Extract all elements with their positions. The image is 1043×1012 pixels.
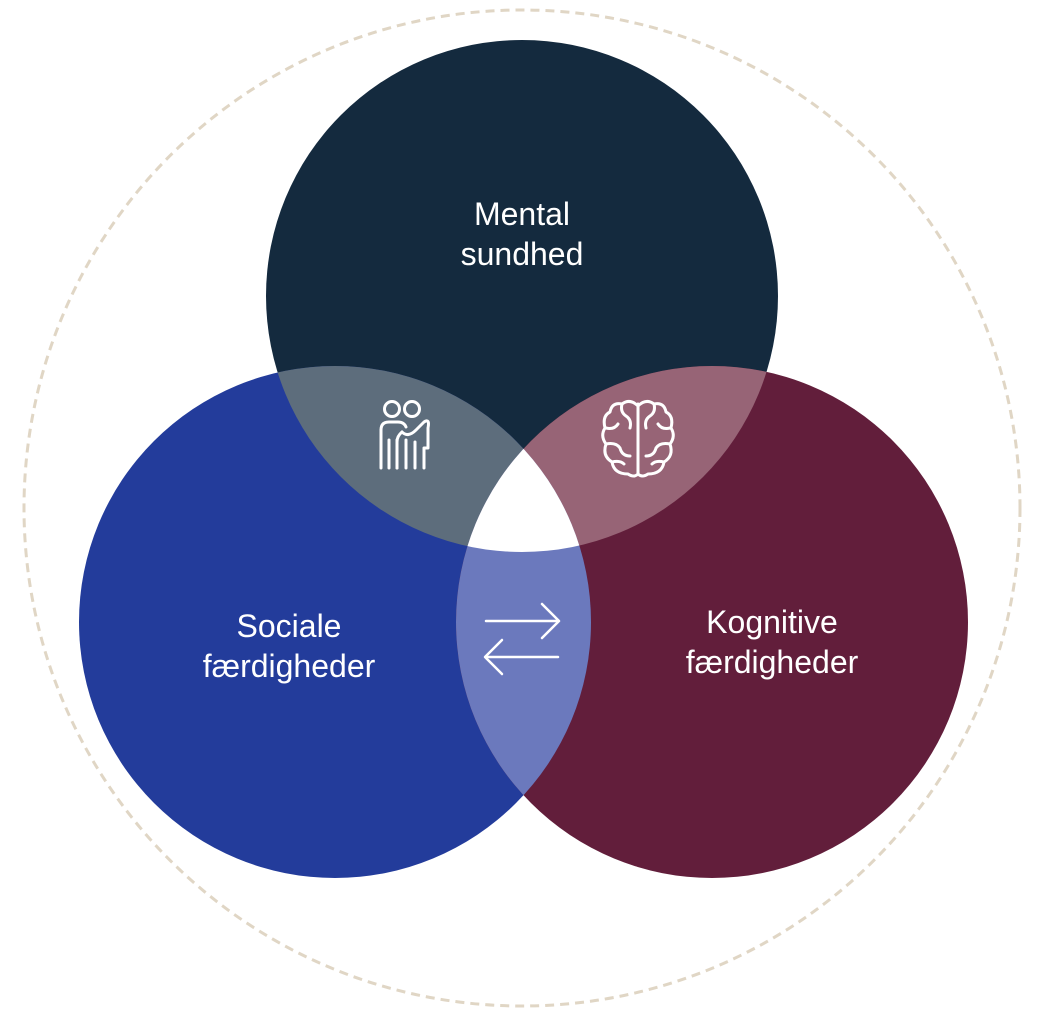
overlap-mental-cognitive: [456, 366, 778, 552]
label-cognitive-skills-line2: færdigheder: [685, 644, 859, 680]
exchange-arrows-icon: [483, 602, 561, 676]
label-social-skills: Sociale færdigheder: [139, 606, 439, 686]
people-embrace-icon: [379, 400, 430, 470]
label-cognitive-skills-line1: Kognitive: [706, 604, 838, 640]
label-mental-health-line2: sundhed: [460, 236, 584, 272]
label-social-skills-line1: Sociale: [236, 608, 342, 644]
label-cognitive-skills: Kognitive færdigheder: [622, 602, 922, 682]
label-mental-health-line1: Mental: [473, 196, 571, 232]
label-social-skills-line2: færdigheder: [202, 648, 376, 684]
label-mental-health: Mental sundhed: [372, 194, 672, 274]
outer-dashed-ring: [22, 8, 1022, 1008]
overlap-mental-social: [266, 366, 591, 552]
brain-icon: [601, 399, 675, 478]
